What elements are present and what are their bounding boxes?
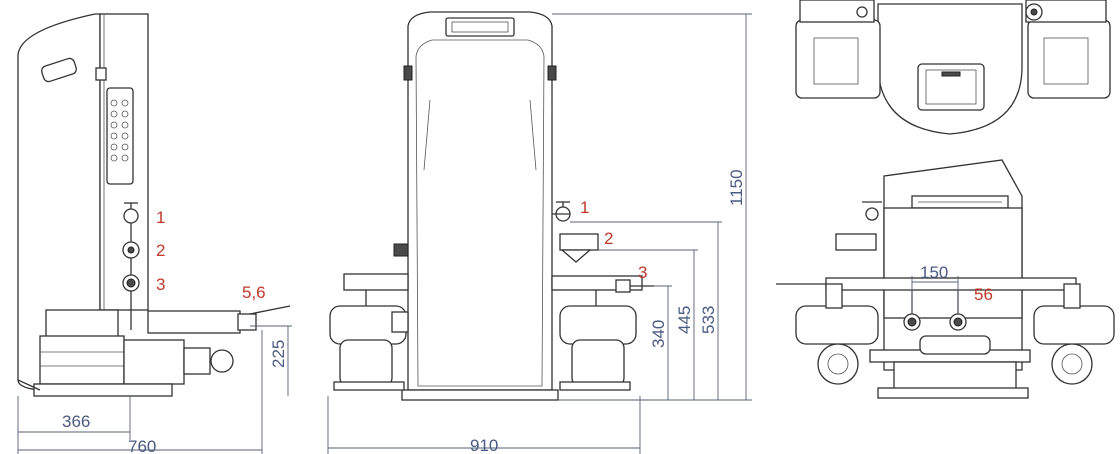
- top-view: [795, 0, 1111, 135]
- keypad: [110, 99, 129, 162]
- dim-side-depth-inner: 366: [62, 412, 90, 431]
- dim-side-outlet-height: 225: [269, 340, 288, 368]
- front-view: [329, 11, 654, 401]
- dim-rear-spacing: 150: [920, 263, 948, 282]
- front-view-dimensions: 910 1150 533 445 340 1 2 3: [327, 13, 752, 454]
- callout-rear-drain: 56: [974, 285, 993, 304]
- callout-side-2: 2: [156, 241, 165, 260]
- callout-side-5-6: 5,6: [242, 283, 266, 302]
- callout-front-3: 3: [638, 263, 647, 282]
- dim-front-width: 910: [470, 436, 498, 454]
- dim-front-h533: 533: [699, 306, 718, 334]
- dim-front-h445: 445: [675, 306, 694, 334]
- callout-front-2: 2: [604, 229, 613, 248]
- rear-view-dimensions: 150 56: [911, 263, 993, 314]
- dim-front-height-total: 1150: [727, 169, 746, 206]
- dim-front-h340: 340: [649, 320, 668, 348]
- callout-front-1: 1: [580, 198, 589, 217]
- callout-side-1: 1: [156, 208, 165, 227]
- dim-side-depth-total: 760: [128, 437, 156, 454]
- side-view: [17, 13, 291, 397]
- side-view-dimensions: 366 760 225 1 2 3 5,6: [17, 208, 292, 454]
- callout-side-3: 3: [156, 275, 165, 294]
- rear-view: [776, 159, 1115, 399]
